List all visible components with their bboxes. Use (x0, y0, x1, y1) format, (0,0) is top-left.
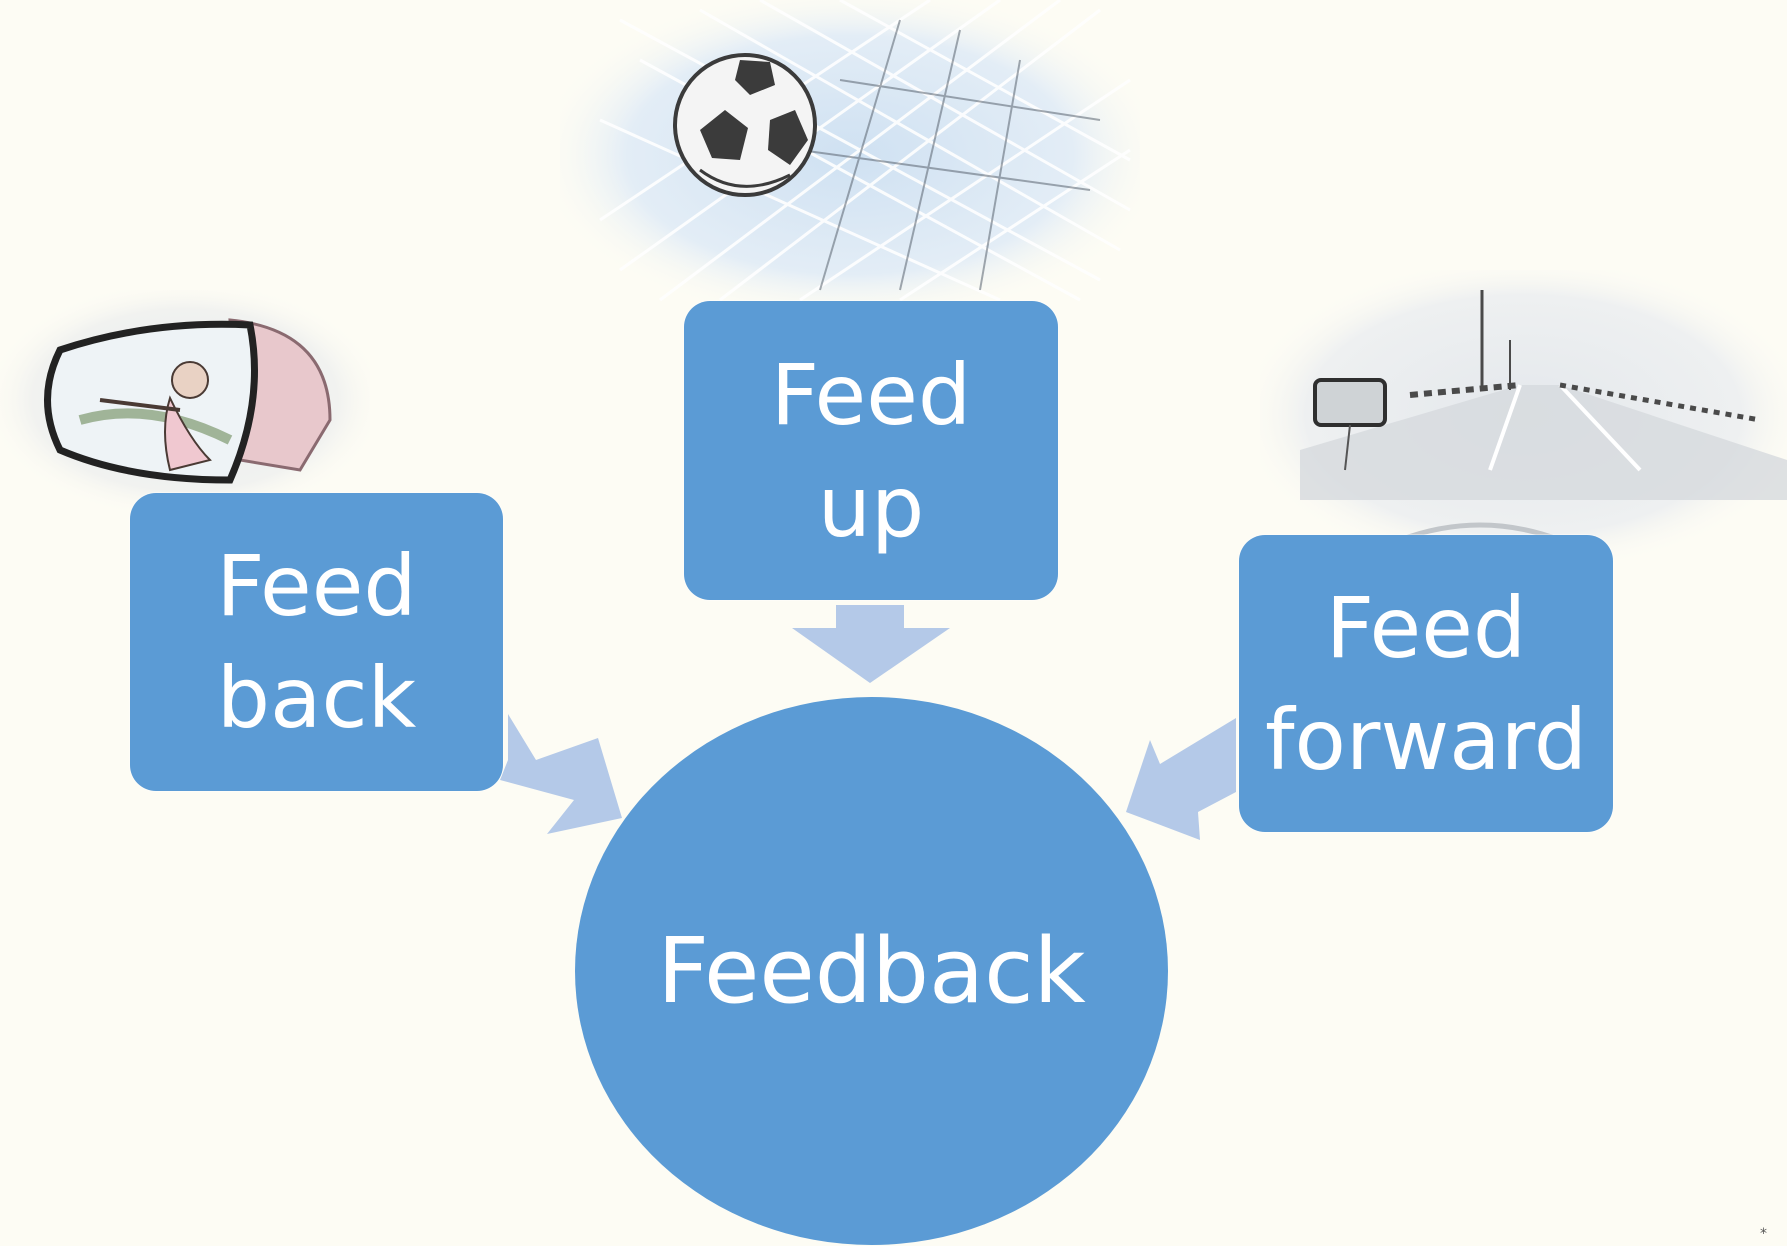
footnote-mark: * (1760, 1226, 1767, 1242)
feed-forward-label-line2: forward (1264, 690, 1588, 789)
feed-back-node: Feed back (130, 493, 503, 791)
feed-up-label-line1: Feed (770, 345, 972, 444)
car-side-mirror-photo (0, 290, 370, 510)
feed-back-label-line1: Feed (216, 537, 417, 635)
feed-up-node: Feed up (684, 301, 1058, 600)
arrow-feedback-to-center (500, 714, 622, 834)
feed-back-label-line2: back (216, 649, 417, 747)
feed-forward-label-line1: Feed (1325, 578, 1527, 677)
road-ahead-with-navigation-photo (1260, 270, 1787, 560)
feed-up-label-line2: up (817, 457, 925, 556)
soccer-ball-in-net-photo (560, 0, 1140, 310)
arrow-feedforward-to-center (1126, 718, 1236, 840)
arrow-feedup-to-center (792, 605, 950, 683)
feed-forward-node: Feed forward (1239, 535, 1613, 832)
feedback-center-label: Feedback (657, 918, 1086, 1024)
feedback-center-node: Feedback (575, 697, 1168, 1245)
